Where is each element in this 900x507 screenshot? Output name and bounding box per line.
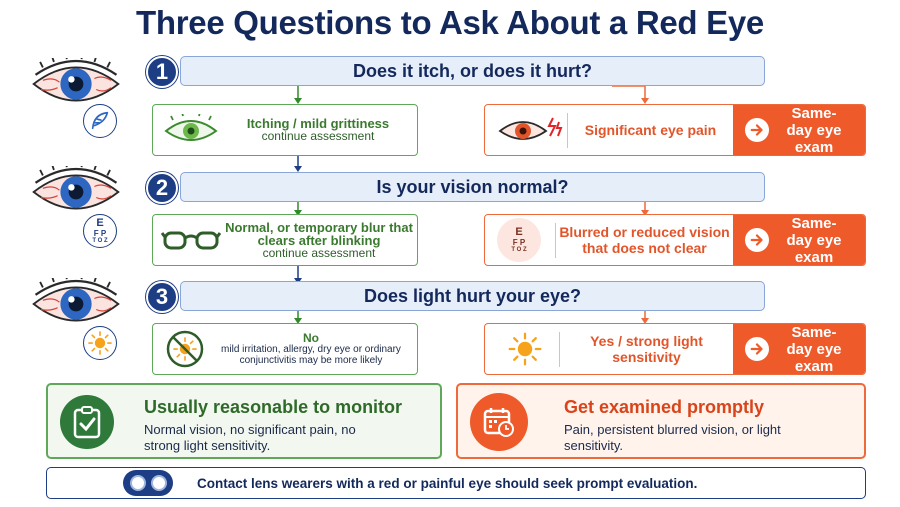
step-number-3: 3: [146, 281, 178, 313]
calendar-clock-icon: [470, 393, 528, 451]
same-day-exam-badge-3: Same-day eye exam: [733, 323, 865, 375]
arrow-right-icon: [745, 337, 769, 361]
eye-chart-letter-row: T O Z: [92, 237, 108, 244]
eye-chart-letter-row: E: [515, 225, 523, 238]
step-number-1: 1: [146, 56, 178, 88]
divider: [559, 331, 560, 367]
glasses-icon: [161, 231, 221, 250]
contact-lens-note: Contact lens wearers with a red or painf…: [46, 467, 866, 499]
clipboard-check-icon: [60, 395, 114, 449]
monitor-body: Normal vision, no significant pain, no s…: [144, 422, 356, 453]
eye-chart-icon: E F P T O Z: [497, 218, 541, 262]
same-day-exam-badge-1: Same-day eye exam: [733, 104, 865, 156]
question-3-no-headline: No: [303, 330, 319, 345]
examine-outcome-box: Get examined promptly Pain, persistent b…: [456, 383, 866, 459]
step-number-2: 2: [146, 172, 178, 204]
monitor-outcome-box: Usually reasonable to monitor Normal vis…: [46, 383, 442, 459]
pain-eye-icon: [498, 117, 563, 140]
contact-lens-case-icon: [123, 470, 173, 496]
same-day-exam-label-1: Same-day eye exam: [786, 104, 842, 156]
question-3-urgent-text: Yes / strong light sensitivity: [590, 333, 703, 365]
red-eye-icon: [30, 58, 122, 110]
question-1-urgent-text: Significant eye pain: [584, 122, 717, 138]
feather-icon: [83, 104, 117, 138]
no-sun-icon: [166, 330, 204, 368]
question-2-normal-sub: continue assessment: [262, 245, 376, 260]
question-2-normal-text: Normal, or temporary blur that clears af…: [221, 221, 417, 260]
divider: [567, 112, 568, 148]
same-day-exam-badge-2: Same-day eye exam: [733, 214, 865, 266]
eye-chart-letter-row: F P: [93, 228, 107, 238]
page-title: Three Questions to Ask About a Red Eye: [136, 4, 764, 41]
eye-chart-letter-row: F P: [512, 237, 526, 247]
eye-chart-letter-row: T O Z: [511, 246, 527, 253]
question-1-mild-headline: Itching / mild grittiness: [246, 116, 390, 131]
question-2-normal-box: Normal, or temporary blur that clears af…: [152, 214, 418, 266]
same-day-exam-label-3: Same-day eye exam: [786, 323, 842, 375]
examine-title: Get examined promptly: [564, 397, 765, 417]
same-day-exam-label-2: Same-day eye exam: [786, 214, 842, 266]
sun-icon: [507, 331, 543, 367]
examine-body: Pain, persistent blurred vision, or ligh…: [564, 422, 781, 453]
arrow-right-icon: [745, 118, 769, 142]
question-2-normal-headline: Normal, or temporary blur that clears af…: [225, 219, 413, 248]
eye-chart-letter-row: E: [96, 216, 104, 229]
eye-icon: [164, 114, 218, 141]
question-3: Does light hurt your eye?: [180, 281, 765, 311]
question-1-mild-box: Itching / mild grittiness continue asses…: [152, 104, 418, 156]
question-2-urgent-text: Blurred or reduced vision that does not …: [559, 224, 730, 256]
question-3-no-text: No mild irritation, allergy, dry eye or …: [205, 330, 417, 366]
red-eye-icon: [30, 166, 122, 218]
question-3-urgent-box: Yes / strong light sensitivity Same-day …: [484, 323, 866, 375]
eye-chart-icon: E F P T O Z: [83, 214, 117, 248]
footer-text: Contact lens wearers with a red or painf…: [197, 475, 698, 491]
question-2: Is your vision normal?: [180, 172, 765, 202]
sun-icon: [83, 326, 117, 360]
red-eye-icon: [30, 278, 122, 330]
question-1-mild-text: Itching / mild grittiness continue asses…: [219, 117, 417, 143]
question-3-no-sub: mild irritation, allergy, dry eye or ord…: [221, 343, 401, 366]
question-1: Does it itch, or does it hurt?: [180, 56, 765, 86]
arrow-right-icon: [745, 228, 769, 252]
divider: [555, 222, 556, 258]
question-1-urgent-box: Significant eye pain Same-day eye exam: [484, 104, 866, 156]
monitor-title: Usually reasonable to monitor: [144, 397, 403, 417]
question-3-no-box: No mild irritation, allergy, dry eye or …: [152, 323, 418, 375]
question-1-mild-sub: continue assessment: [261, 129, 375, 143]
question-2-urgent-box: E F P T O Z Blurred or reduced vision th…: [484, 214, 866, 266]
